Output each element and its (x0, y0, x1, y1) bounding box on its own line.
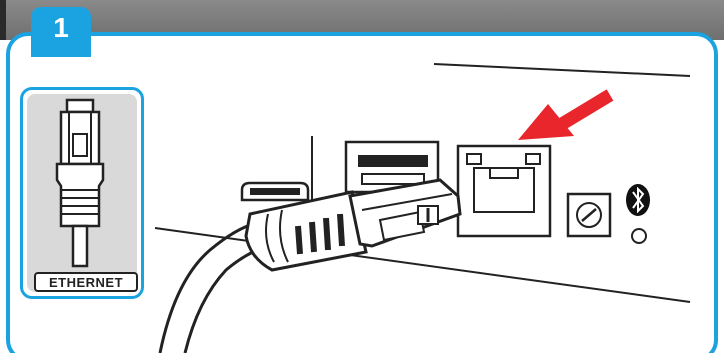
header-bar-edge (0, 0, 6, 40)
ethernet-plug-icon (55, 98, 105, 268)
connector-card-background: ETHERNET (27, 94, 138, 292)
ethernet-label: ETHERNET (34, 272, 138, 292)
connector-card: ETHERNET (20, 87, 144, 299)
step-number-badge: 1 (31, 7, 91, 57)
